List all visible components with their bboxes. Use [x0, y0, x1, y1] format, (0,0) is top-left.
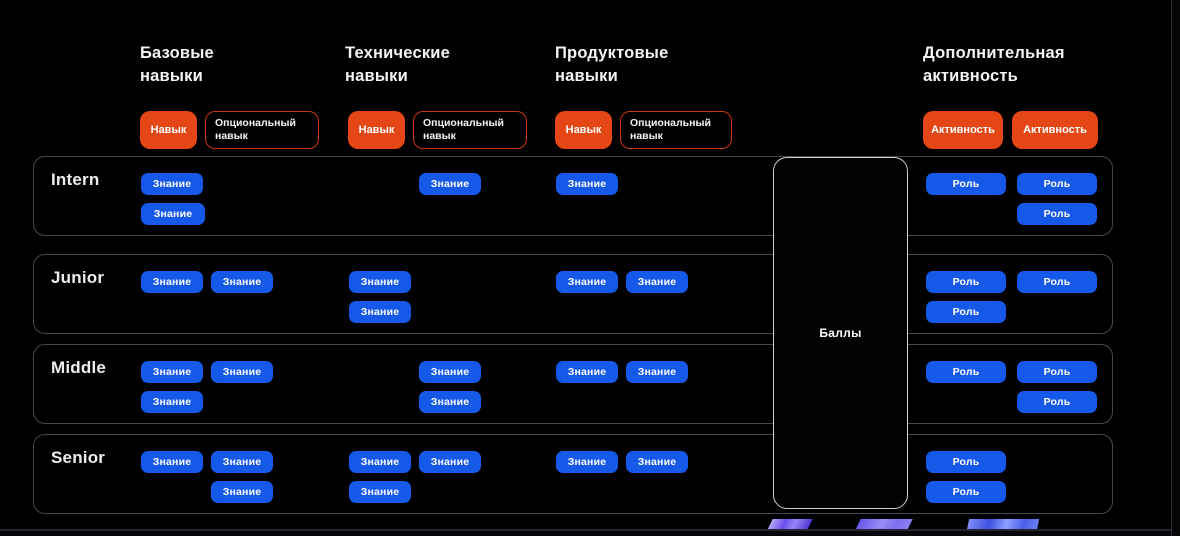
bottom-divider — [0, 529, 1180, 531]
role-chip: Роль — [1017, 361, 1097, 383]
knowledge-chip: Знание — [419, 361, 481, 383]
knowledge-chip: Знание — [556, 271, 618, 293]
role-chip: Роль — [926, 173, 1006, 195]
knowledge-chip: Знание — [141, 361, 203, 383]
role-chip: Роль — [1017, 271, 1097, 293]
knowledge-chip: Знание — [349, 301, 411, 323]
role-chip: Роль — [926, 301, 1006, 323]
level-label: Middle — [51, 358, 107, 377]
level-label: Senior — [51, 448, 106, 467]
role-chip: Роль — [1017, 391, 1097, 413]
knowledge-chip: Знание — [419, 451, 481, 473]
knowledge-chip: Знание — [626, 271, 688, 293]
knowledge-chip: Знание — [211, 481, 273, 503]
knowledge-chip: Знание — [349, 271, 411, 293]
knowledge-chip: Знание — [626, 451, 688, 473]
knowledge-chip: Знание — [211, 271, 273, 293]
knowledge-chip: Знание — [141, 391, 203, 413]
score-panel: Баллы — [773, 157, 908, 509]
optional-skill-chip: Опциональный навык — [620, 111, 732, 149]
bottom-band — [0, 531, 1180, 536]
score-panel-label: Баллы — [819, 326, 862, 340]
knowledge-chip: Знание — [349, 451, 411, 473]
knowledge-chip: Знание — [349, 481, 411, 503]
right-edge-band — [1172, 0, 1180, 536]
role-chip: Роль — [926, 481, 1006, 503]
level-label: Junior — [51, 268, 105, 287]
knowledge-chip: Знание — [419, 173, 481, 195]
knowledge-chip: Знание — [141, 173, 203, 195]
skill-chip: Навык — [555, 111, 612, 149]
knowledge-chip: Знание — [211, 451, 273, 473]
role-chip: Роль — [1017, 173, 1097, 195]
knowledge-chip: Знание — [556, 451, 618, 473]
optional-skill-chip: Опциональный навык — [205, 111, 319, 149]
knowledge-chip: Знание — [141, 451, 203, 473]
role-chip: Роль — [926, 271, 1006, 293]
knowledge-chip: Знание — [419, 391, 481, 413]
activity-chip: Активность — [1012, 111, 1098, 149]
skill-chip: Навык — [348, 111, 405, 149]
knowledge-chip: Знание — [211, 361, 273, 383]
role-chip: Роль — [926, 361, 1006, 383]
optional-skill-chip: Опциональный навык — [413, 111, 527, 149]
right-edge-line — [1171, 0, 1172, 536]
role-chip: Роль — [1017, 203, 1097, 225]
knowledge-chip: Знание — [141, 271, 203, 293]
role-chip: Роль — [926, 451, 1006, 473]
knowledge-chip: Знание — [556, 361, 618, 383]
knowledge-chip: Знание — [141, 203, 205, 225]
level-label: Intern — [51, 170, 100, 189]
knowledge-chip: Знание — [556, 173, 618, 195]
activity-chip: Активность — [923, 111, 1003, 149]
knowledge-chip: Знание — [626, 361, 688, 383]
skill-chip: Навык — [140, 111, 197, 149]
